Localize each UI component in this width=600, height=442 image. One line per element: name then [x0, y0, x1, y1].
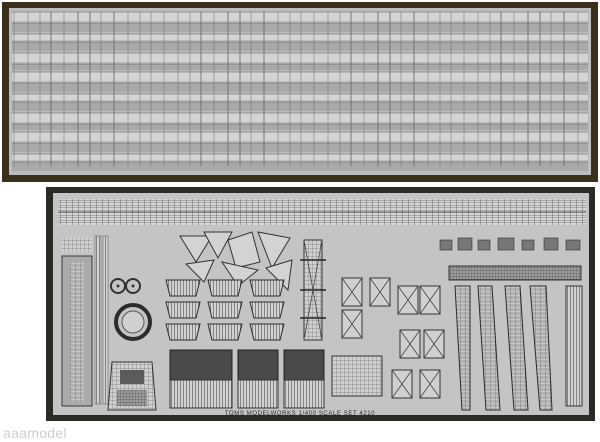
upper-railing-row: [12, 154, 588, 160]
grille-part: [207, 323, 243, 341]
upper-railing-row: [12, 162, 588, 171]
grille-part: [165, 323, 201, 341]
left-ladder-strip: [61, 238, 93, 407]
upper-fret-railing-rows: [12, 11, 588, 171]
large-ring-part: [114, 303, 152, 341]
upper-railing-row: [12, 64, 588, 70]
upper-railing-row: [12, 132, 588, 141]
upper-railing-row: [12, 94, 588, 100]
upper-railing-row: [12, 83, 588, 92]
hull-detail-part: [107, 361, 157, 411]
upper-railing-row: [12, 113, 588, 122]
upper-railing-row: [12, 124, 588, 130]
dotted-part-array: [331, 355, 383, 397]
small-brackets: [439, 237, 581, 251]
upper-railing-row: [12, 72, 588, 81]
grille-part: [249, 323, 285, 341]
lower-fret: TOMS MODELWORKS 1/400 SCALE SET 4210: [46, 187, 595, 421]
right-ladder-band: [448, 265, 582, 281]
upper-railing-row: [12, 23, 588, 32]
lower-fret-label: TOMS MODELWORKS 1/400 SCALE SET 4210: [225, 411, 375, 417]
grille-parts-array: [165, 279, 285, 341]
mast-part: [300, 239, 326, 341]
cross-braced-panels: [341, 277, 445, 399]
grille-part: [165, 279, 201, 297]
upper-railing-row: [12, 12, 588, 21]
bottom-shutter-parts: [169, 349, 325, 409]
upper-railing-row: [12, 42, 588, 51]
grille-part: [207, 279, 243, 297]
watermark-text: aaamodel: [3, 425, 67, 441]
grille-part: [207, 301, 243, 319]
grille-part: [165, 301, 201, 319]
lifering-wheels: [110, 278, 141, 294]
grille-part: [249, 301, 285, 319]
upper-fret-stanchions: [13, 12, 579, 166]
crane-booms: [454, 285, 553, 411]
far-right-strip: [565, 285, 583, 407]
upper-railing-row: [12, 143, 588, 152]
upper-fret: [2, 2, 598, 182]
triangular-parts-cluster: [179, 231, 293, 292]
upper-railing-row: [12, 34, 588, 40]
upper-railing-row: [12, 53, 588, 62]
upper-railing-row: [12, 102, 588, 111]
grille-part: [249, 279, 285, 297]
